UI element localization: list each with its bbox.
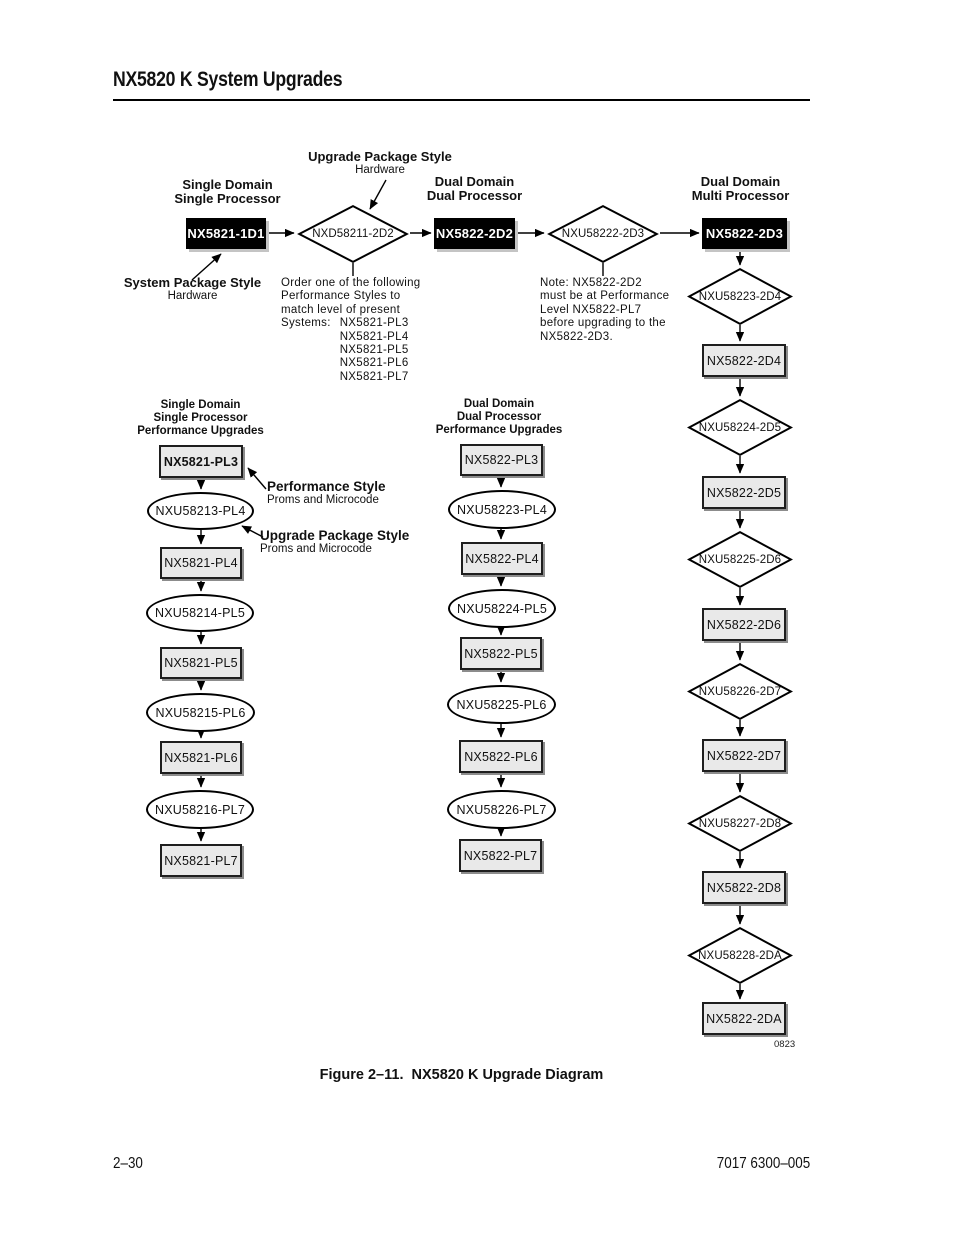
node-nxu58216-pl7: NXU58216-PL7 <box>146 790 254 829</box>
node-nxu58223-pl4: NXU58223-PL4 <box>448 490 556 529</box>
middle-column-header: Dual Domain Dual Processor Performance U… <box>435 398 563 436</box>
node-nx5821-pl7: NX5821-PL7 <box>160 844 242 877</box>
callout-subtitle: Hardware <box>355 164 405 176</box>
flow-node-nx5822-2d2: NX5822-2D2 <box>434 218 515 249</box>
node-nxu58213-pl4: NXU58213-PL4 <box>147 492 254 530</box>
node-nx5822-pl3: NX5822-PL3 <box>460 444 543 476</box>
node-nx5822-2d5: NX5822-2D5 <box>702 476 786 509</box>
single-domain-single-processor-label: Single Domain Single Processor <box>174 177 281 206</box>
figure-caption: Figure 2–11. NX5820 K Upgrade Diagram <box>319 1067 604 1083</box>
node-nx5821-pl3: NX5821-PL3 <box>159 445 243 478</box>
node-nxu58223-2d4: NXU58223-2D4 <box>687 268 793 325</box>
upgrade-note: Note: NX5822-2D2 must be at Performance … <box>540 277 670 343</box>
callout-title: Upgrade Package Style <box>308 149 452 164</box>
plate-number: 0823 <box>774 1039 796 1050</box>
dual-domain-multi-processor-label: Dual Domain Multi Processor <box>691 174 790 203</box>
flow-node-nxu58222-2d3: NXU58222-2D3 <box>547 205 659 263</box>
node-nx5822-pl5: NX5822-PL5 <box>460 637 542 670</box>
node-nxu58226-2d7: NXU58226-2D7 <box>687 663 793 720</box>
node-nx5822-2d8: NX5822-2D8 <box>702 871 786 904</box>
title-rule <box>113 99 810 101</box>
node-nxu58225-2d6: NXU58225-2D6 <box>687 531 793 588</box>
dual-domain-dual-processor-label: Dual Domain Dual Processor <box>426 174 523 203</box>
node-nx5822-2da: NX5822-2DA <box>702 1002 786 1035</box>
node-nx5821-pl6: NX5821-PL6 <box>160 741 242 774</box>
node-nxu58215-pl6: NXU58215-PL6 <box>146 693 255 732</box>
upgrade-package-style-callout-2: Upgrade Package Style Proms and Microcod… <box>260 528 410 555</box>
order-instructions: Order one of the following Performance S… <box>281 277 421 383</box>
node-nx5821-pl4: NX5821-PL4 <box>160 547 242 579</box>
performance-style-callout: Performance Style Proms and Microcode <box>267 479 386 506</box>
node-nx5822-pl4: NX5822-PL4 <box>461 542 543 575</box>
node-nxu58214-pl5: NXU58214-PL5 <box>146 594 254 632</box>
node-nxu58226-pl7: NXU58226-PL7 <box>447 790 556 829</box>
systems-label: Systems: <box>281 317 331 330</box>
left-column-header: Single Domain Single Processor Performan… <box>137 399 264 437</box>
node-nxu58227-2d8: NXU58227-2D8 <box>687 795 793 852</box>
flow-node-nxd58211-2d2: NXD58211-2D2 <box>297 205 409 263</box>
node-nxu58224-2d5: NXU58224-2D5 <box>687 399 793 456</box>
node-nxu58225-pl6: NXU58225-PL6 <box>447 685 556 724</box>
document-number: 7017 6300–005 <box>716 1155 810 1172</box>
callout-subtitle: Hardware <box>167 290 218 302</box>
node-nx5821-pl5: NX5821-PL5 <box>160 647 242 679</box>
page-title: NX5820 K System Upgrades <box>113 68 343 91</box>
system-package-style-callout: System Package Style Hardware <box>115 276 270 303</box>
node-nx5822-2d4: NX5822-2D4 <box>702 344 786 377</box>
callout-title: System Package Style <box>123 275 262 290</box>
flow-node-nx5821-1d1: NX5821-1D1 <box>186 218 266 249</box>
systems-list: NX5821-PL3 NX5821-PL4 NX5821-PL5 NX5821-… <box>339 317 409 383</box>
node-nx5822-pl6: NX5822-PL6 <box>459 740 543 773</box>
flow-node-nx5822-2d3: NX5822-2D3 <box>702 218 787 249</box>
upgrade-package-style-callout: Upgrade Package Style Hardware <box>295 150 465 177</box>
page-number: 2–30 <box>113 1155 143 1172</box>
node-nx5822-2d7: NX5822-2D7 <box>702 739 786 772</box>
node-nxu58228-2da: NXU58228-2DA <box>687 927 793 984</box>
node-nxu58224-pl5: NXU58224-PL5 <box>448 589 556 628</box>
node-nx5822-2d6: NX5822-2D6 <box>702 608 786 641</box>
node-nx5822-pl7: NX5822-PL7 <box>459 839 542 872</box>
